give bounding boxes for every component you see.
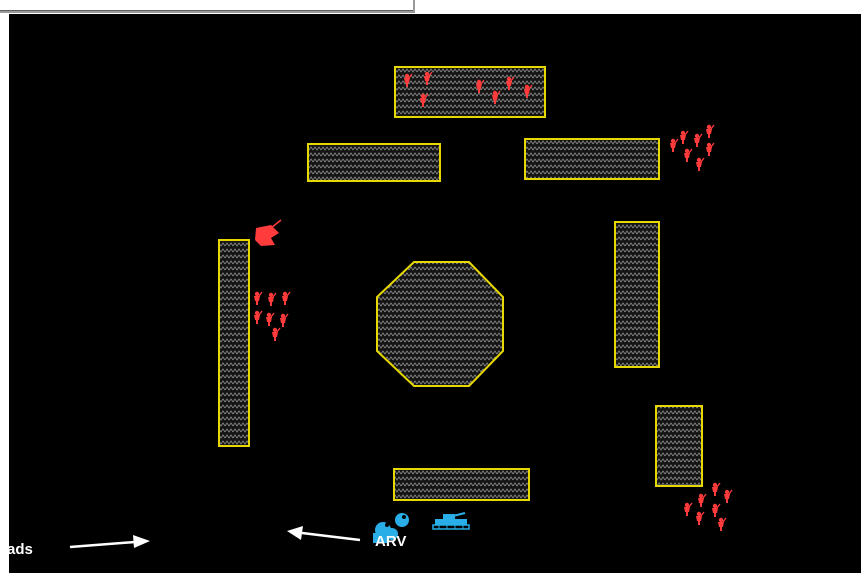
enemy-squad-lower-right[interactable]: [684, 483, 732, 531]
friendly-tank[interactable]: [433, 513, 469, 529]
enemy-scout-left[interactable]: [255, 220, 281, 246]
arrow-left-annotation: [287, 526, 360, 540]
enemy-squad-left[interactable]: [254, 292, 290, 341]
building-bottom: [394, 469, 529, 500]
game-map[interactable]: ads ARV: [9, 14, 861, 573]
building-top: [395, 67, 545, 117]
map-canvas[interactable]: [9, 14, 861, 573]
label-arv: ARV: [375, 534, 406, 549]
enemy-squad-upper-right[interactable]: [670, 125, 714, 171]
building-left-tall: [219, 240, 249, 446]
building-lower-right: [656, 406, 702, 486]
building-right-tall: [615, 222, 659, 367]
building-center-octagon: [377, 262, 503, 386]
window-title-strip: [0, 0, 415, 13]
building-upper-right: [525, 139, 659, 179]
arrow-right-annotation: [70, 535, 150, 548]
label-left: ads: [7, 542, 33, 557]
building-upper-left: [308, 144, 440, 181]
